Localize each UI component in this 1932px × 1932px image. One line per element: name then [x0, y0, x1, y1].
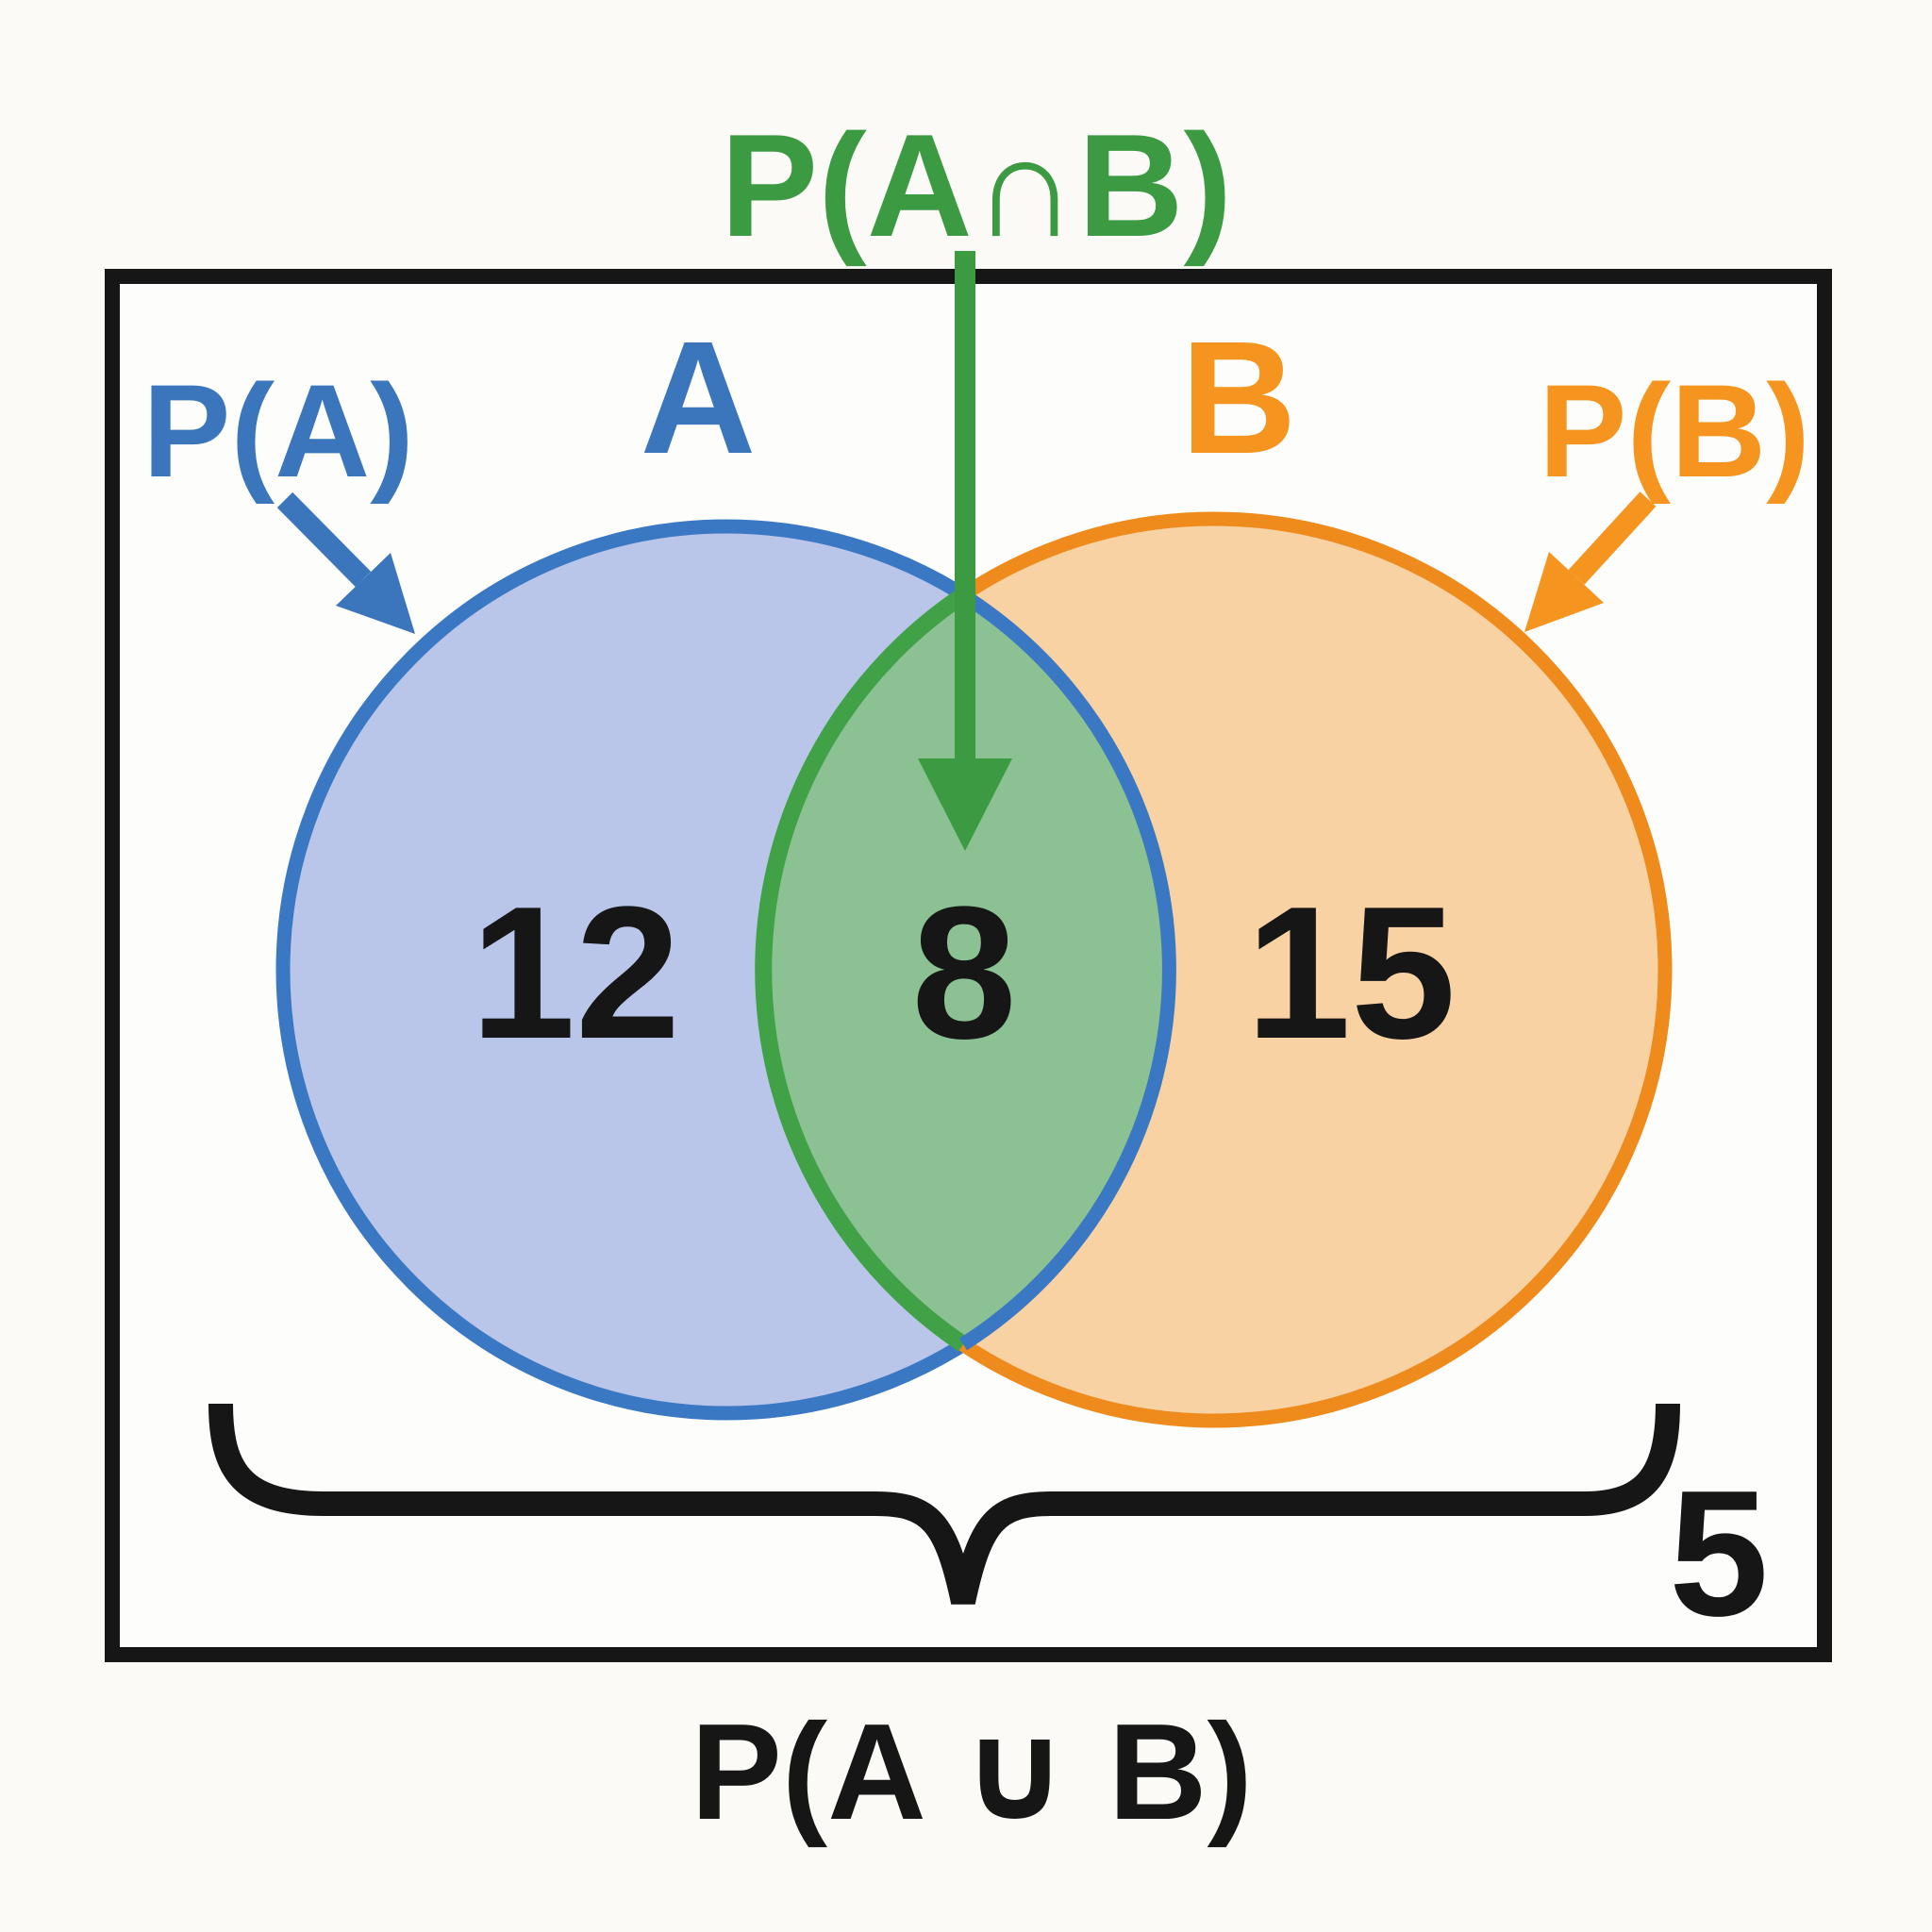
prob-b-arrow-head-icon	[1524, 552, 1604, 632]
prob-b-arrow-shaft	[1568, 491, 1657, 585]
set-a-label: A	[641, 308, 757, 488]
intersection-arrow-head-icon	[918, 758, 1012, 851]
intersection-right-arc	[958, 589, 1176, 1351]
prob-a-arrow-head-icon	[336, 553, 415, 634]
prob-b-arrow	[1524, 491, 1657, 632]
prob-a-label: P(A)	[142, 357, 414, 505]
count-outside-union: 5	[1669, 1454, 1769, 1654]
intersection-left-arc	[755, 588, 969, 1352]
count-intersection: 8	[911, 868, 1016, 1078]
intersection-region	[763, 595, 1170, 1344]
set-b-label: B	[1181, 308, 1297, 488]
count-a-only: 12	[471, 868, 680, 1078]
intersection-arrow	[918, 251, 1012, 851]
intersection-probability-label: P(A∩B)	[721, 104, 1232, 267]
prob-a-arrow-shaft	[276, 491, 372, 588]
prob-a-arrow	[276, 491, 415, 634]
union-brace	[208, 1403, 1680, 1605]
union-probability-label: P(A ∪ B)	[691, 1695, 1253, 1848]
prob-b-label: P(B)	[1539, 357, 1810, 505]
count-b-only: 15	[1246, 868, 1456, 1078]
